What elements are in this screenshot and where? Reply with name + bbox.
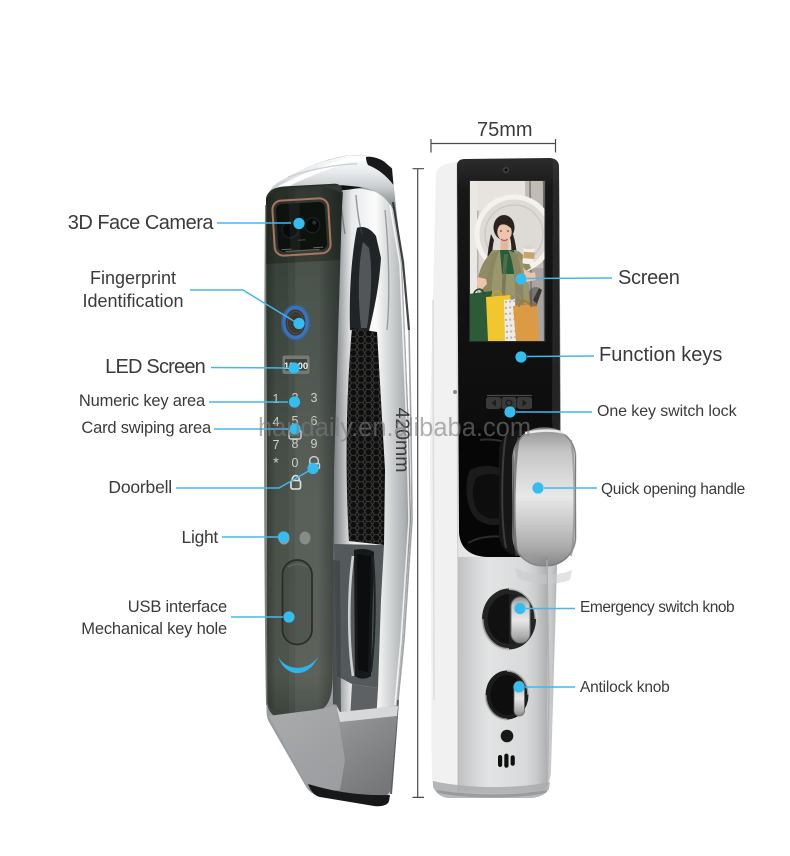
svg-text:8: 8 [292, 437, 299, 451]
svg-text:7: 7 [273, 438, 280, 452]
svg-text:4: 4 [273, 415, 280, 429]
svg-text:420mm: 420mm [391, 407, 413, 472]
svg-text:0: 0 [292, 456, 299, 470]
svg-text:3: 3 [311, 391, 318, 405]
svg-text:*: * [273, 456, 279, 472]
svg-text:6: 6 [311, 414, 318, 428]
svg-text:9: 9 [311, 437, 318, 451]
svg-text:5: 5 [292, 414, 299, 428]
svg-text:1: 1 [273, 392, 280, 406]
